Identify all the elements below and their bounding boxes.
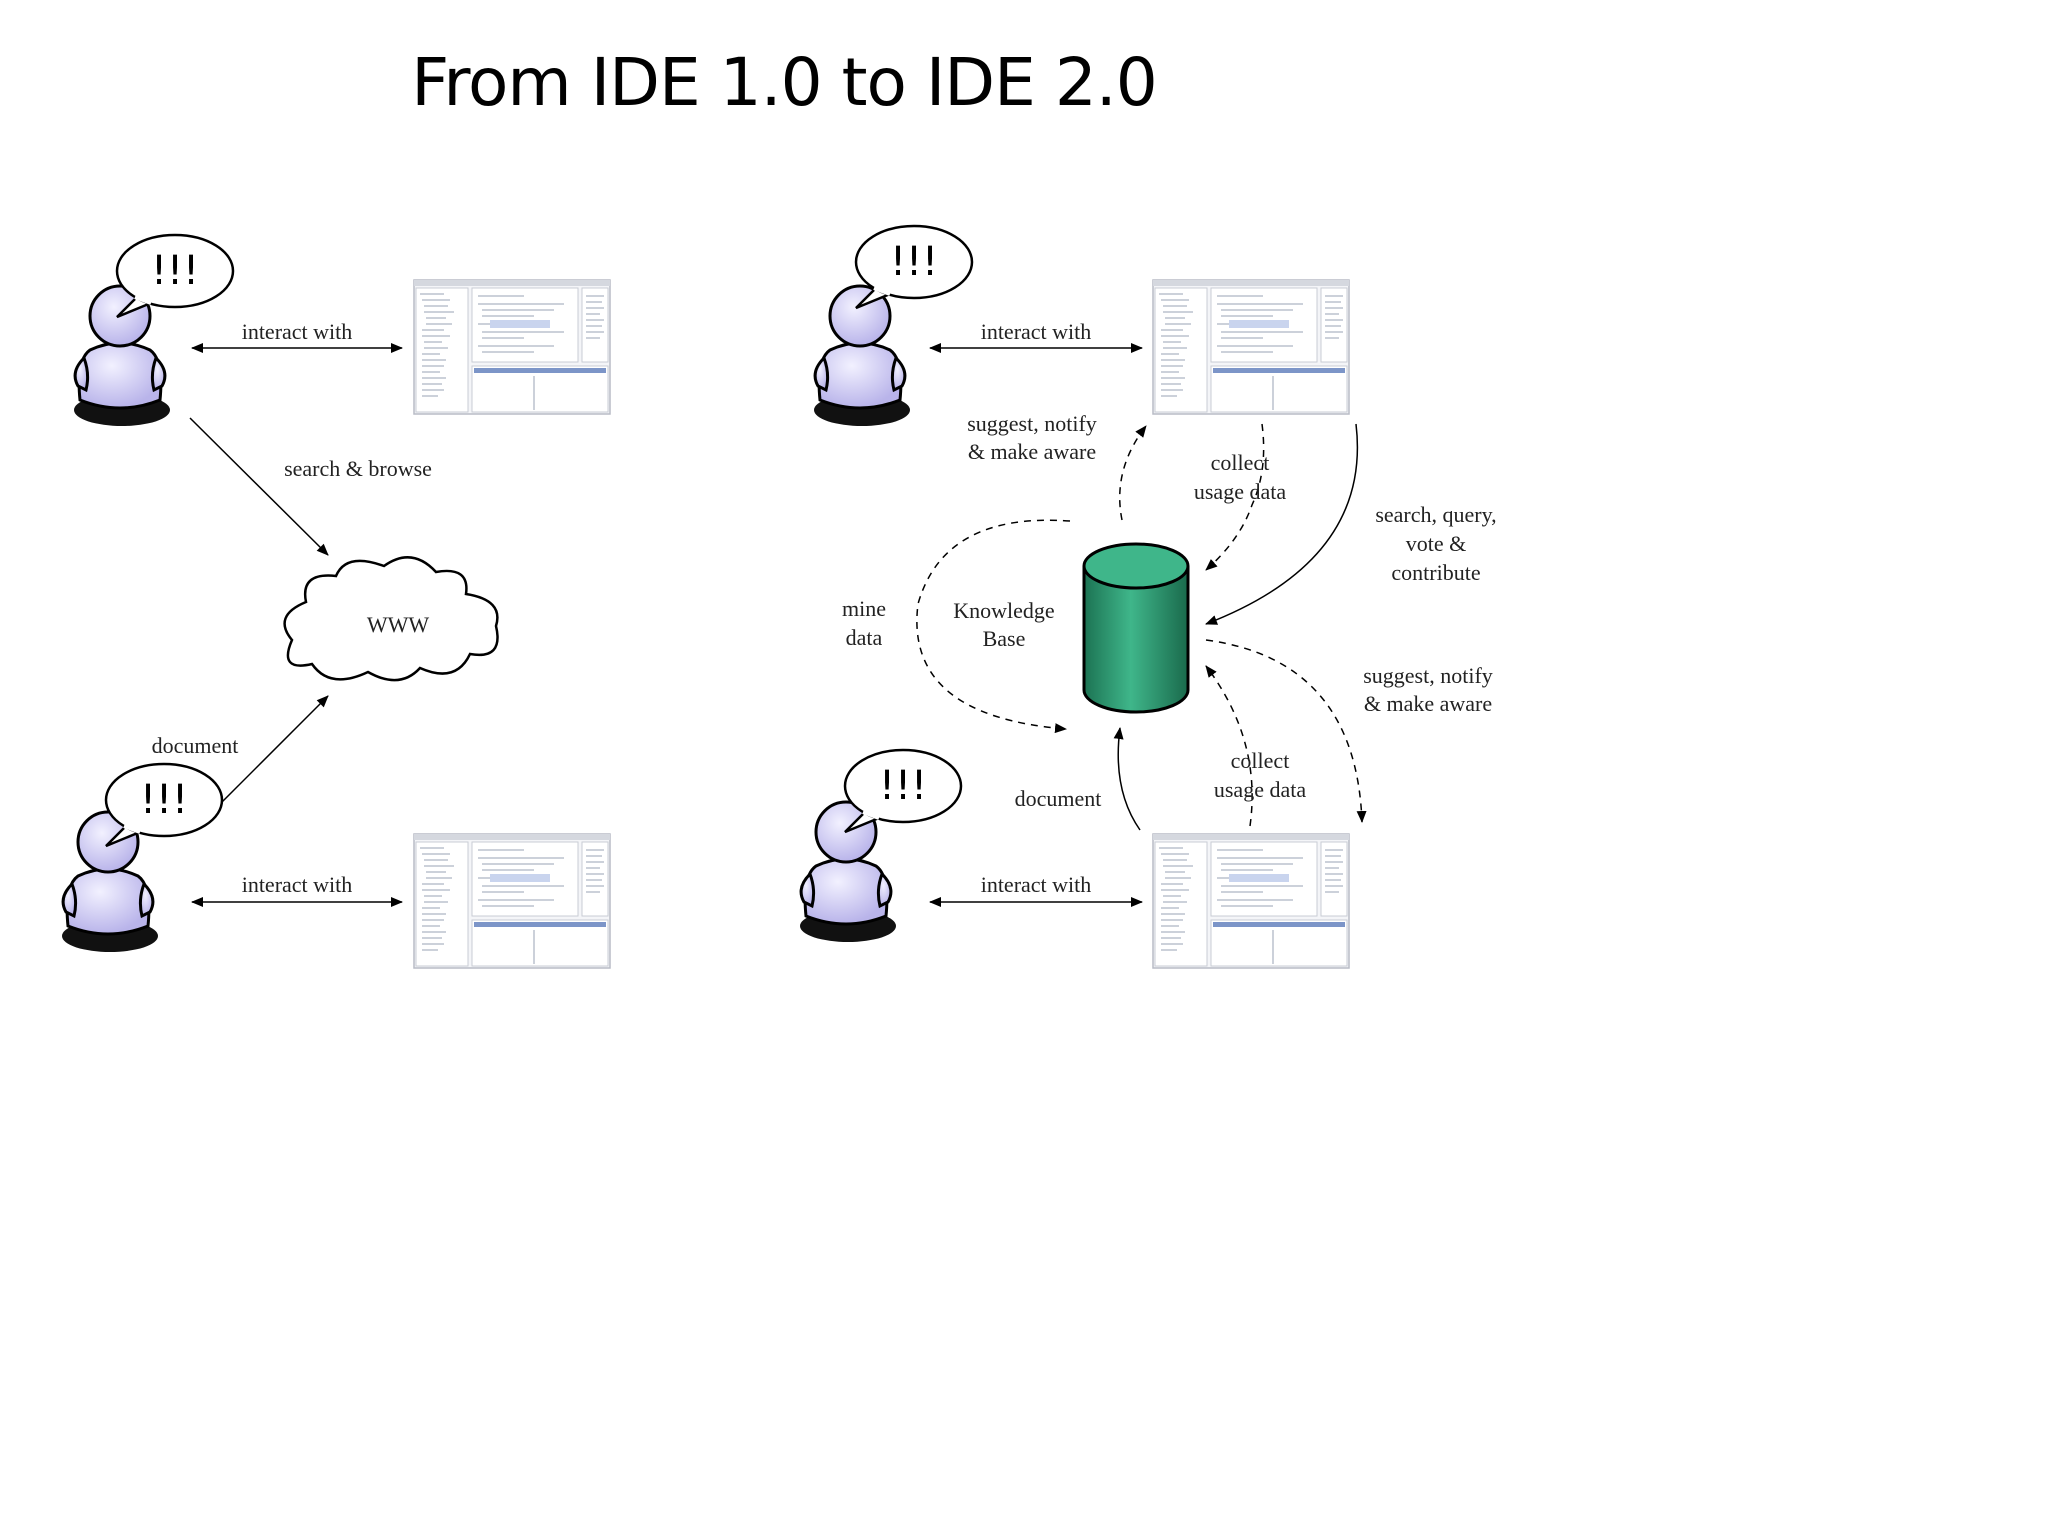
knowledge-base-label-line2: Base — [983, 626, 1026, 651]
right-top-speech-bubble-icon: !!! — [854, 224, 974, 310]
knowledge-base-label-line1: Knowledge — [953, 598, 1054, 623]
left-search-browse-label: search & browse — [284, 456, 432, 481]
right-document-arrow — [1113, 727, 1141, 831]
left-top-speech-bubble-icon: !!! — [115, 233, 235, 319]
collect-top-label-line2: usage data — [1194, 479, 1286, 504]
suggest-top-label-line2: & make aware — [968, 439, 1096, 464]
collect-bottom-label-line1: collect — [1231, 748, 1290, 773]
left-bottom-speech-bubble-icon: !!! — [104, 762, 224, 848]
svg-text:!!!: !!! — [890, 239, 938, 285]
svg-text:!!!: !!! — [879, 763, 927, 809]
collect-top-label-line1: collect — [1211, 450, 1270, 475]
mine-data-label-line2: data — [846, 625, 883, 650]
right-top-person-icon — [812, 284, 912, 428]
collect-bottom-arrow — [1205, 665, 1253, 827]
search-query-label-line1: search, query, — [1375, 502, 1496, 527]
mine-data-arrow — [916, 519, 1071, 734]
search-query-label-line2: vote & — [1406, 531, 1467, 556]
svg-text:!!!: !!! — [140, 777, 188, 823]
right-document-label: document — [1015, 786, 1102, 811]
left-top-interact-label: interact with — [242, 319, 353, 344]
left-top-ide-screenshot-icon — [413, 279, 611, 415]
right-top-ide-screenshot-icon — [1152, 279, 1350, 415]
search-query-arrow — [1205, 423, 1359, 625]
collect-top-arrow — [1205, 423, 1265, 571]
www-cloud-icon — [283, 556, 499, 682]
mine-data-label-line1: mine — [842, 596, 886, 621]
right-bottom-speech-bubble-icon: !!! — [843, 748, 963, 834]
suggest-bottom-arrow — [1205, 639, 1367, 823]
left-search-arrow — [189, 417, 329, 556]
suggest-top-label-line1: suggest, notify — [967, 411, 1097, 436]
slide-title: From IDE 1.0 to IDE 2.0 — [411, 44, 1158, 121]
www-label: WWW — [367, 612, 430, 637]
search-query-label-line3: contribute — [1391, 560, 1480, 585]
knowledge-base-database-icon — [1082, 542, 1190, 714]
left-document-label: document — [152, 733, 239, 758]
svg-text:!!!: !!! — [151, 248, 199, 294]
right-bottom-interact-label: interact with — [981, 872, 1092, 897]
suggest-bottom-label-line2: & make aware — [1364, 691, 1492, 716]
suggest-top-arrow — [1119, 425, 1147, 521]
right-bottom-person-icon — [798, 800, 898, 944]
right-top-interact-label: interact with — [981, 319, 1092, 344]
left-document-arrow — [221, 695, 329, 803]
left-bottom-ide-screenshot-icon — [413, 833, 611, 969]
suggest-bottom-label-line1: suggest, notify — [1363, 663, 1493, 688]
ide-diagram: !!! interact with search & browse WWW do… — [60, 224, 1497, 969]
right-bottom-ide-screenshot-icon — [1152, 833, 1350, 969]
collect-bottom-label-line2: usage data — [1214, 777, 1306, 802]
left-top-person-icon — [72, 284, 172, 428]
left-bottom-interact-label: interact with — [242, 872, 353, 897]
